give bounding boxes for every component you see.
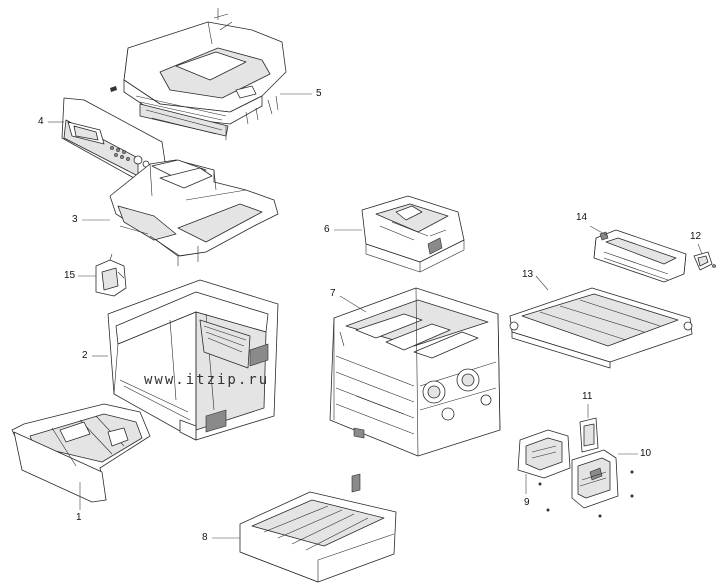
callout-11: 11 (582, 391, 593, 402)
callout-12: 12 (690, 231, 702, 242)
part-8-tray-base (212, 491, 397, 583)
callout-1: 1 (76, 512, 82, 523)
callout-8: 8 (202, 532, 208, 543)
part-13-transfer-belt (509, 275, 693, 369)
part-11-small-board (579, 404, 599, 453)
callout-6: 6 (324, 224, 330, 235)
part-14-fuser (589, 225, 687, 283)
part-6-laser-unit (334, 195, 465, 273)
part-3-top-cover (82, 159, 279, 266)
callout-9: 9 (524, 497, 530, 508)
callout-7: 7 (330, 288, 336, 299)
part-4-control-panel (48, 97, 167, 179)
callout-14: 14 (576, 212, 588, 223)
callout-4: 4 (38, 116, 44, 127)
part-10-controller-board (538, 449, 638, 518)
part-15-bracket (78, 253, 127, 297)
watermark-text: www.itzip.ru (144, 372, 270, 388)
part-2-main-frame (92, 279, 279, 441)
part-7-print-engine (329, 287, 501, 493)
callout-5: 5 (316, 88, 322, 99)
part-5-scanner-assembly (110, 8, 312, 140)
part-9-board-bracket (517, 429, 571, 494)
callout-3: 3 (72, 214, 78, 225)
callout-10: 10 (640, 448, 652, 459)
callout-13: 13 (522, 269, 534, 280)
callout-15: 15 (64, 270, 76, 281)
callout-2: 2 (82, 350, 88, 361)
part-1-paper-tray (11, 403, 151, 510)
part-12-sensor (693, 243, 716, 271)
